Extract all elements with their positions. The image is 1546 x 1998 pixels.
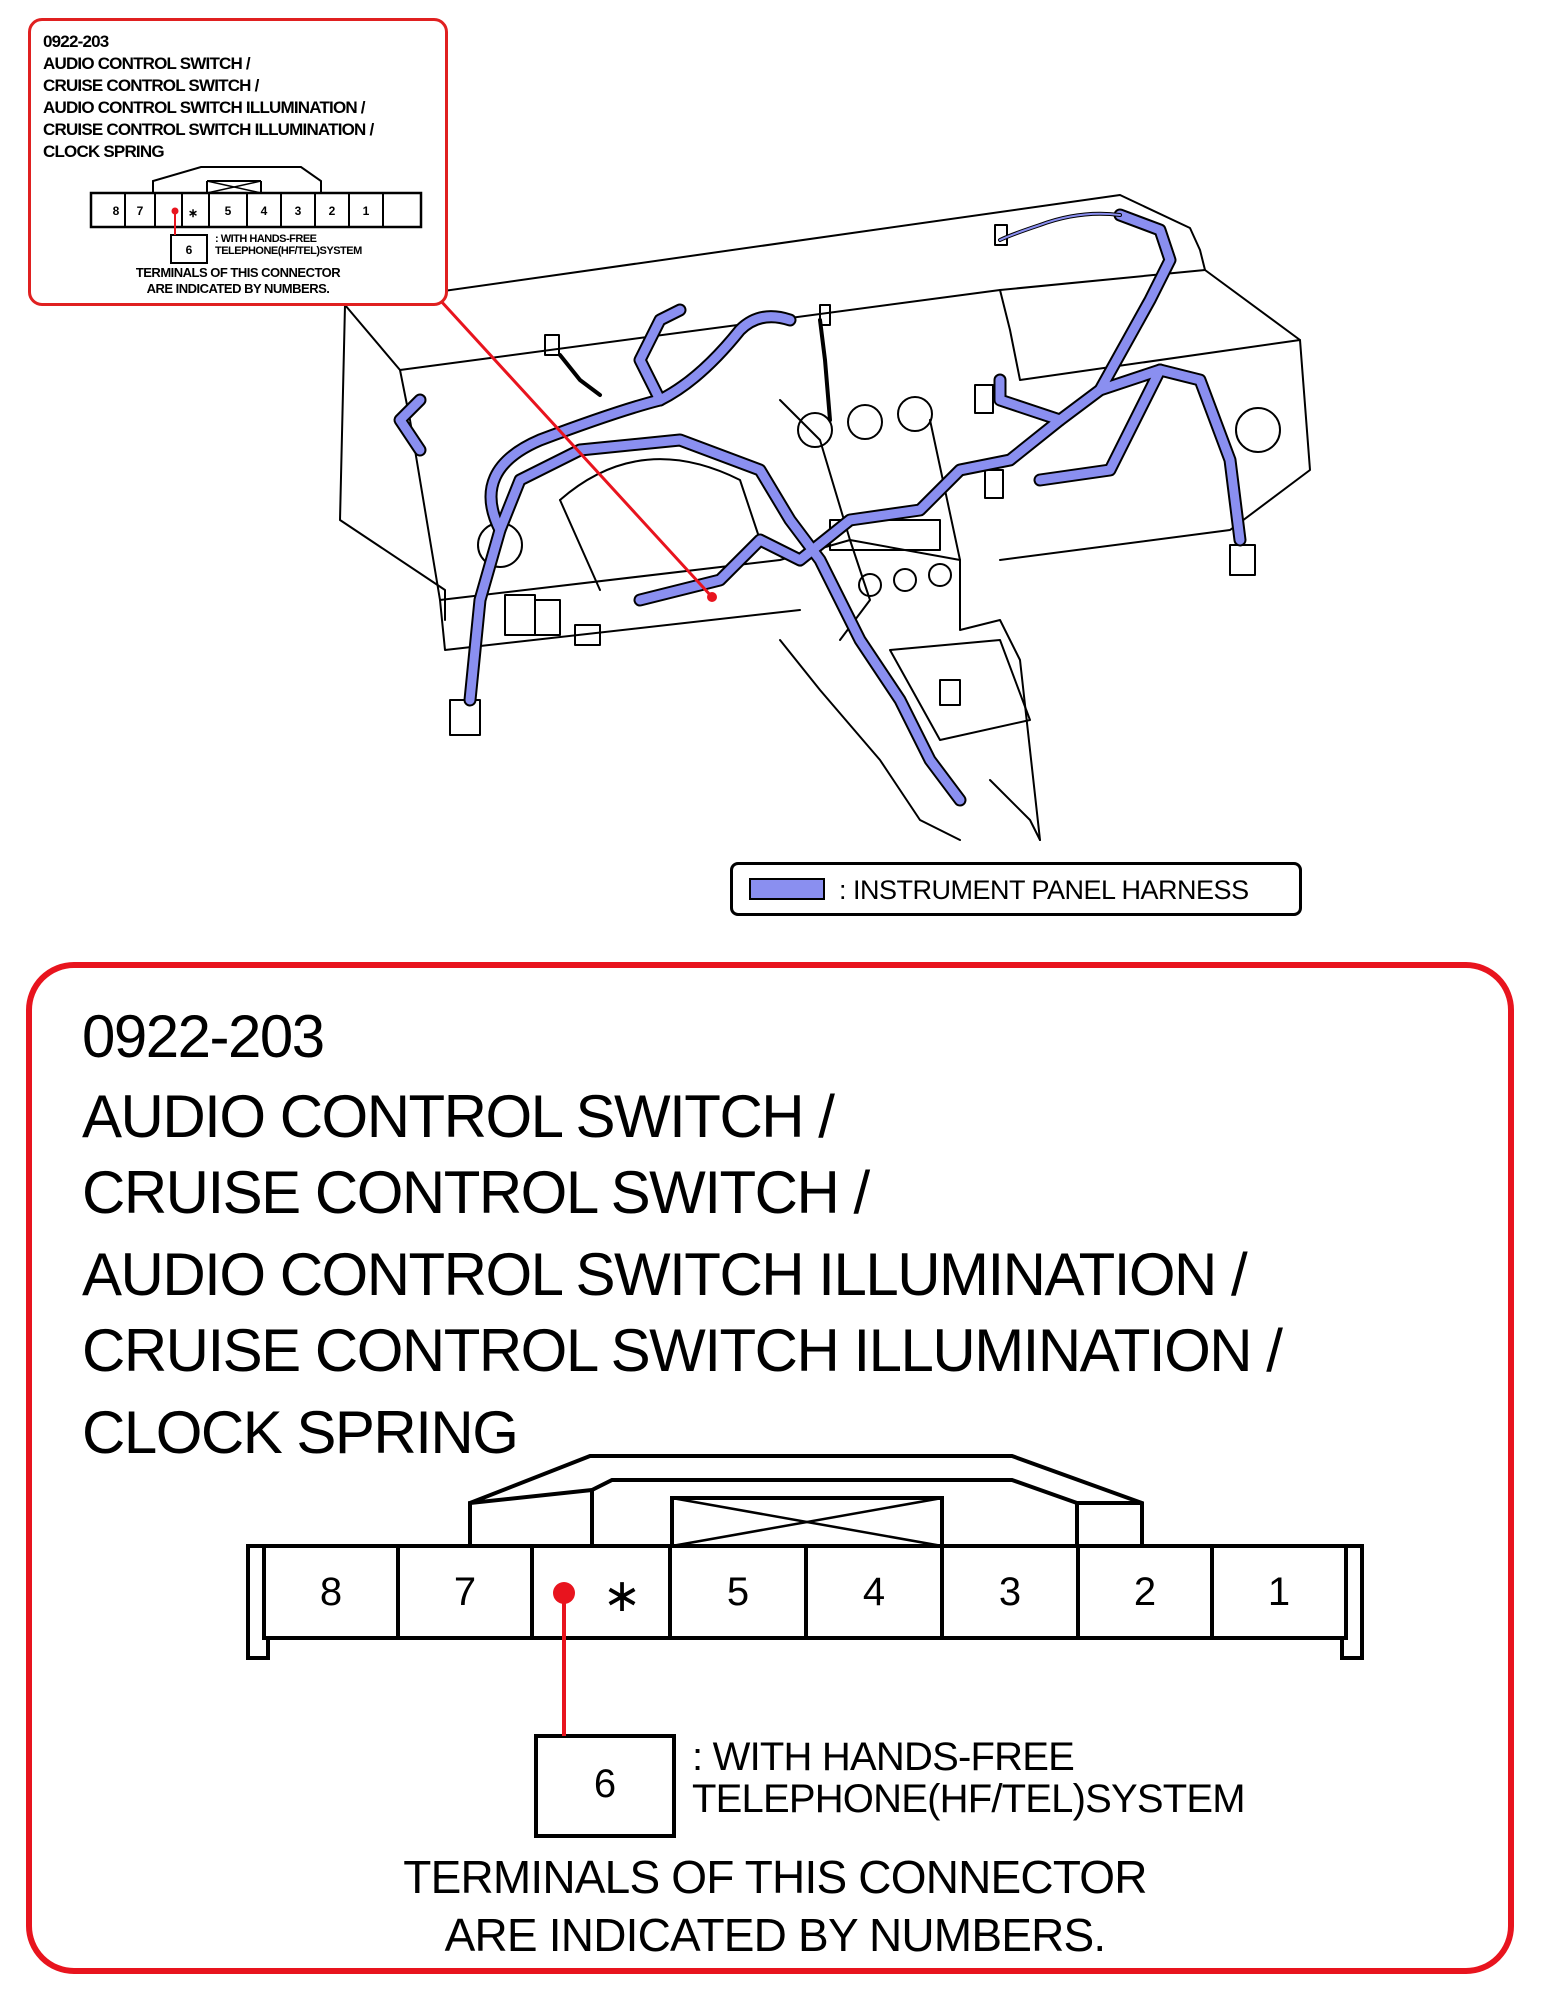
harness-legend: : INSTRUMENT PANEL HARNESS [730,862,1302,916]
footer-line-2: ARE INDICATED BY NUMBERS. [444,1909,1107,1961]
connector-callout-small: 0922-203 AUDIO CONTROL SWITCH / CRUISE C… [28,18,448,306]
hands-free-note-line-1: : WITH HANDS-FREE [692,1735,1075,1779]
footer-line-1: TERMINALS OF THIS CONNECTOR [403,1851,1147,1903]
connector-name-3: AUDIO CONTROL SWITCH ILLUMINATION / [82,1241,1248,1308]
small-terminal-4: 4 [261,204,268,218]
small-terminal-asterisk: ∗ [188,206,198,220]
connector-name-1: AUDIO CONTROL SWITCH / [82,1083,835,1150]
terminal-asterisk: ∗ [602,1569,642,1621]
callout-pointer-dot [707,592,717,602]
callout-small-name-4: CRUISE CONTROL SWITCH ILLUMINATION / [43,120,374,139]
small-terminal-7: 7 [137,204,144,218]
callout-small-name-5: CLOCK SPRING [43,142,165,161]
terminal-3: 3 [998,1570,1022,1614]
callout-small-code: 0922-203 [43,32,109,51]
connector-left [449,699,481,736]
terminal-7: 7 [453,1570,477,1614]
connector-code: 0922-203 [82,1003,325,1070]
dashboard-top-edge [344,194,1206,306]
terminal-5: 5 [726,1570,750,1614]
terminal-6: 6 [593,1762,617,1806]
hands-free-note-line-2: TELEPHONE(HF/TEL)SYSTEM [692,1777,1246,1821]
small-terminal-6: 6 [186,243,193,257]
connector-name-2: CRUISE CONTROL SWITCH / [82,1159,870,1226]
callout-pointer-line [438,298,714,599]
sub-terminal-box [534,1734,676,1838]
connector-name-5: CLOCK SPRING [82,1399,519,1466]
small-terminal-8: 8 [113,204,120,218]
callout-small-footer: TERMINALS OF THIS CONNECTOR ARE INDICATE… [135,265,341,296]
legend-label: : INSTRUMENT PANEL HARNESS [839,875,1249,905]
connector-face-small: 8 7 ∗ 5 4 3 2 1 6 [89,166,423,264]
instrument-panel-illustration [339,194,1311,841]
terminal-1: 1 [1267,1570,1291,1614]
callout-small-note: : WITH HANDS-FREE TELEPHONE(HF/TEL)SYSTE… [215,233,362,257]
connector-callout-large: 0922-203 AUDIO CONTROL SWITCH / CRUISE C… [26,962,1514,1974]
hands-free-note: : WITH HANDS-FREE TELEPHONE(HF/TEL)SYSTE… [692,1735,1246,1821]
small-terminal-5: 5 [225,204,232,218]
sub-terminal-dot [553,1582,575,1604]
connector-face-large [246,1454,1364,1838]
terminal-8: 8 [319,1570,343,1614]
terminals-footer: TERMINALS OF THIS CONNECTOR ARE INDICATE… [32,1848,1508,1964]
connector-name-4: CRUISE CONTROL SWITCH ILLUMINATION / [82,1317,1283,1384]
small-terminal-2: 2 [329,204,336,218]
callout-small-name-1: AUDIO CONTROL SWITCH / [43,54,251,73]
terminal-4: 4 [862,1570,886,1614]
legend-swatch [749,878,825,900]
small-terminal-1: 1 [363,204,370,218]
callout-small-name-2: CRUISE CONTROL SWITCH / [43,76,259,95]
small-terminal-3: 3 [295,204,302,218]
terminal-2: 2 [1133,1570,1157,1614]
callout-small-name-3: AUDIO CONTROL SWITCH ILLUMINATION / [43,98,366,117]
